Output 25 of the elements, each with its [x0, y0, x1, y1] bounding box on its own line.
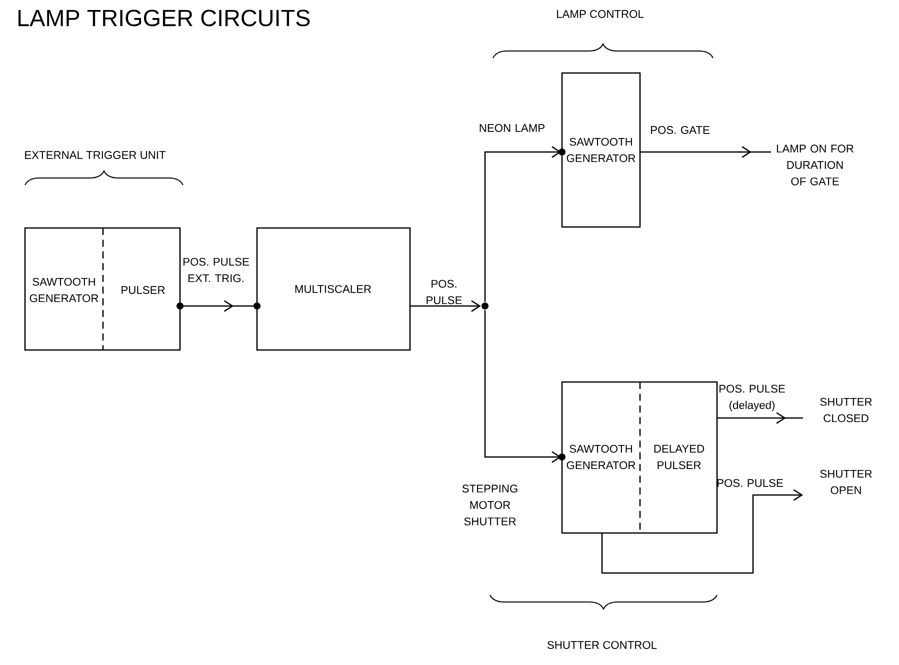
- block-label: DELAYED PULSER: [654, 444, 704, 470]
- heading: SHUTTER CONTROL: [548, 641, 657, 649]
- edge-label: POS. GATE: [651, 126, 710, 134]
- output-label: LAMP ON FOR DURATION OF GATE: [776, 144, 854, 186]
- output-label: SHUTTER OPEN: [820, 470, 872, 494]
- block-label: SAWTOOTH GENERATOR: [30, 278, 98, 302]
- block-label: MULTISCALER: [295, 285, 372, 293]
- edge-label: NEON LAMP: [480, 124, 544, 132]
- edge-label: POS. PULSE EXT. TRIG.: [184, 258, 249, 282]
- arrow: [601, 489, 804, 574]
- heading: LAMP CONTROL: [557, 10, 644, 18]
- edge-label: POS. PULSE: [426, 280, 462, 304]
- block-label: PULSER: [122, 286, 165, 294]
- edge-label: POS. PULSE (delayed): [720, 384, 785, 412]
- arrow: [484, 310, 562, 463]
- edge-label: STEPPING MOTOR SHUTTER: [462, 484, 518, 526]
- block-label: SAWTOOTH GENERATOR: [566, 138, 636, 162]
- junction-dot: [482, 302, 488, 310]
- output-label: SHUTTER CLOSED: [820, 398, 872, 422]
- heading: EXTERNAL TRIGGER UNIT: [25, 151, 166, 159]
- title: LAMP TRIGGER CIRCUITS: [18, 10, 310, 26]
- block-label: SAWTOOTH GENERATOR: [566, 444, 636, 470]
- edge-label: POS. PULSE: [718, 479, 783, 487]
- arrow: [484, 146, 562, 302]
- arrow: [410, 300, 481, 312]
